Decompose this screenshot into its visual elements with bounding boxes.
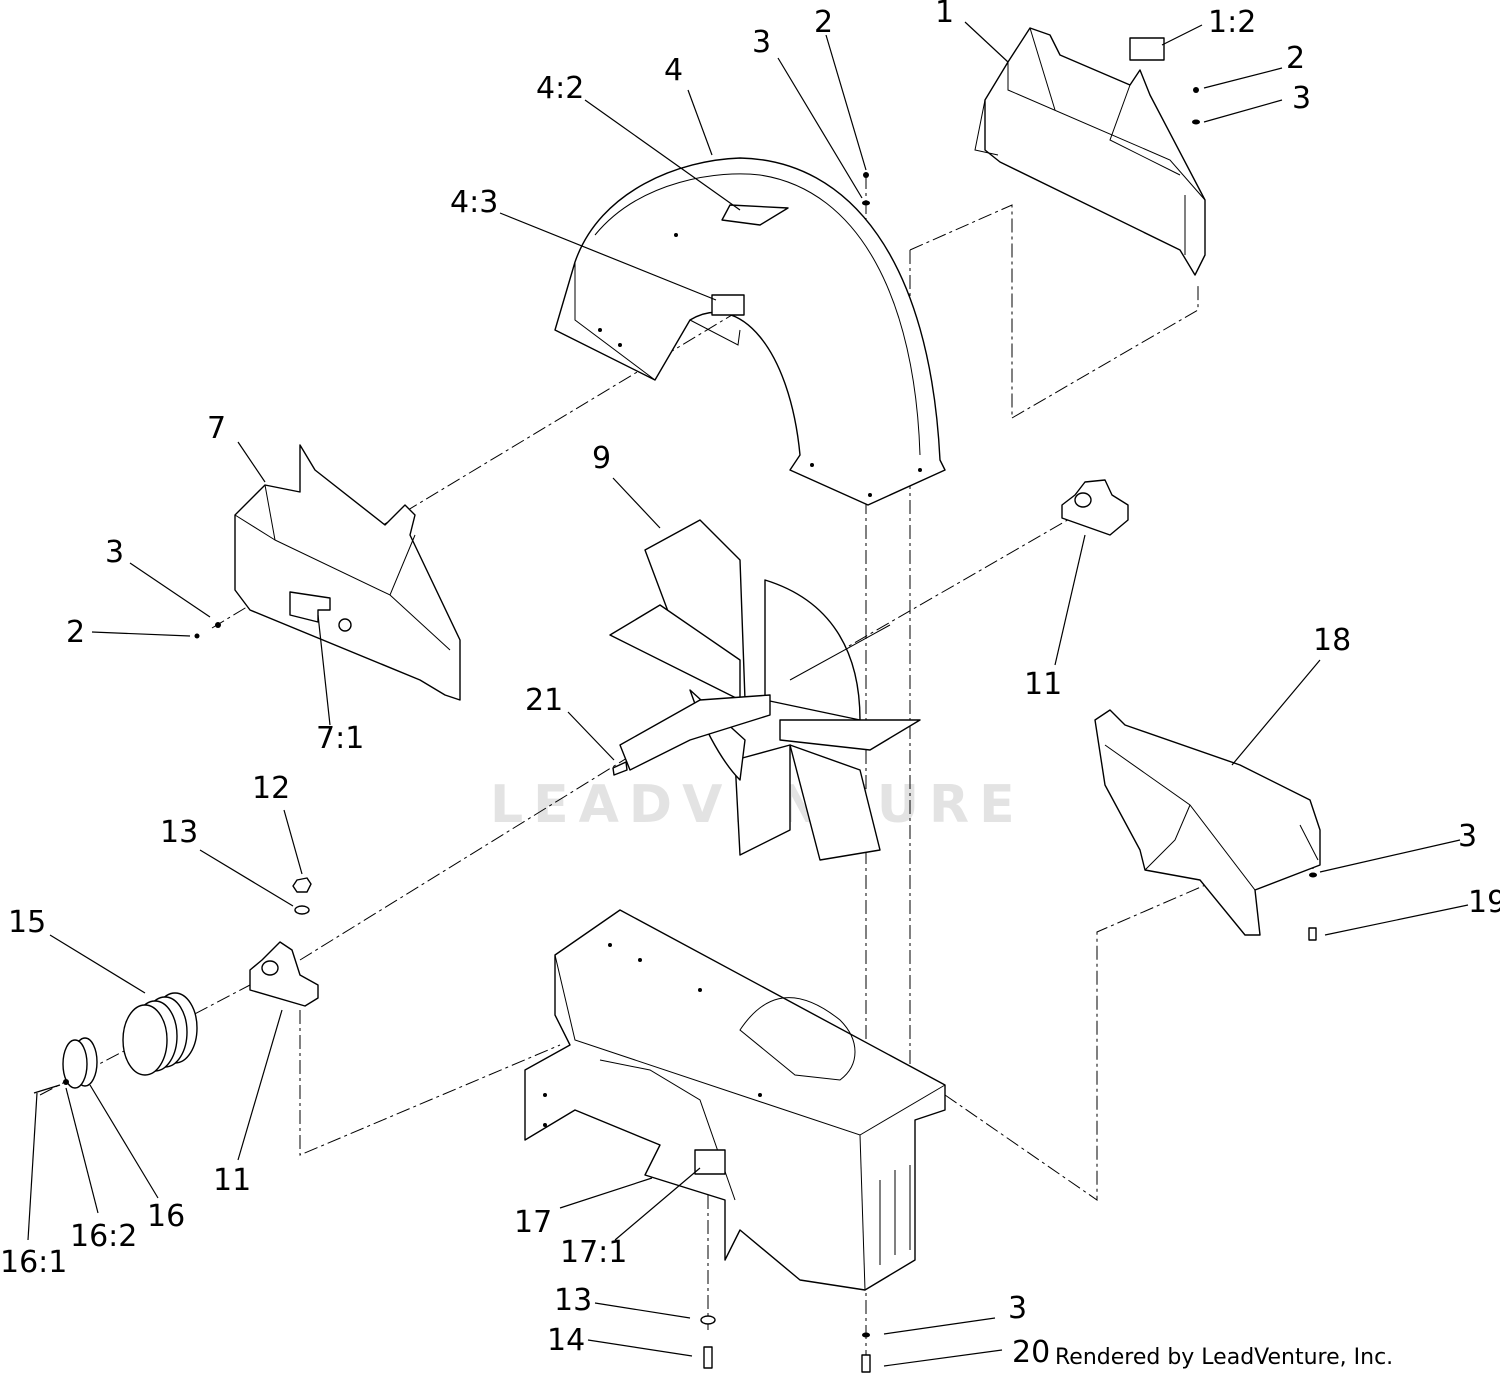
callout-18: 18	[1313, 623, 1351, 658]
render-credit: Rendered by LeadVenture, Inc.	[1055, 1345, 1393, 1370]
callout-16-1: 16:1	[0, 1245, 67, 1280]
callout-16: 16	[147, 1199, 185, 1234]
callout-12: 12	[252, 771, 290, 806]
callout-4-3: 4:3	[450, 185, 498, 220]
callout-3: 3	[105, 535, 124, 570]
part-15-pulley	[122, 992, 198, 1076]
callout-11: 11	[213, 1163, 251, 1198]
callout-13: 13	[554, 1283, 592, 1318]
callout-11: 11	[1024, 667, 1062, 702]
callout-3: 3	[752, 25, 771, 60]
part-7-shield	[234, 444, 461, 701]
callout-20: 20	[1012, 1335, 1050, 1370]
callout-4-2: 4:2	[536, 71, 584, 106]
callout-21: 21	[525, 683, 563, 718]
part-11-bearing-upper	[1061, 479, 1129, 536]
part-21-key	[612, 761, 628, 776]
part-1-shield	[974, 27, 1206, 276]
callout-2: 2	[1286, 41, 1305, 76]
callout-9: 9	[592, 441, 611, 476]
part-17-lower-housing	[524, 909, 946, 1291]
callout-3: 3	[1008, 1291, 1027, 1326]
leader-lines	[27, 21, 1469, 1367]
callout-1-2: 1:2	[1208, 5, 1256, 40]
part-13-washer	[294, 905, 310, 915]
part-11-bearing-lower	[249, 941, 319, 1007]
callout-7: 7	[207, 411, 226, 446]
callout-17: 17	[514, 1205, 552, 1240]
callout-1: 1	[935, 0, 954, 30]
part-16-hub	[33, 1037, 98, 1094]
callout-17-1: 17:1	[560, 1235, 627, 1270]
callout-3: 3	[1292, 81, 1311, 116]
hardware-fasteners	[194, 172, 1317, 1373]
callout-2: 2	[814, 5, 833, 40]
callout-15: 15	[8, 905, 46, 940]
callout-13: 13	[160, 815, 198, 850]
part-12-nut	[292, 877, 312, 893]
part-4-chute-housing	[554, 157, 946, 506]
callout-19: 19	[1468, 885, 1500, 920]
part-18-shield	[1094, 709, 1321, 936]
callout-2: 2	[66, 615, 85, 650]
part-9-impeller	[609, 519, 921, 861]
callout-3: 3	[1458, 819, 1477, 854]
callout-7-1: 7:1	[316, 721, 364, 756]
callout-14: 14	[547, 1323, 585, 1358]
callout-4: 4	[664, 53, 683, 88]
callout-16-2: 16:2	[70, 1219, 137, 1254]
